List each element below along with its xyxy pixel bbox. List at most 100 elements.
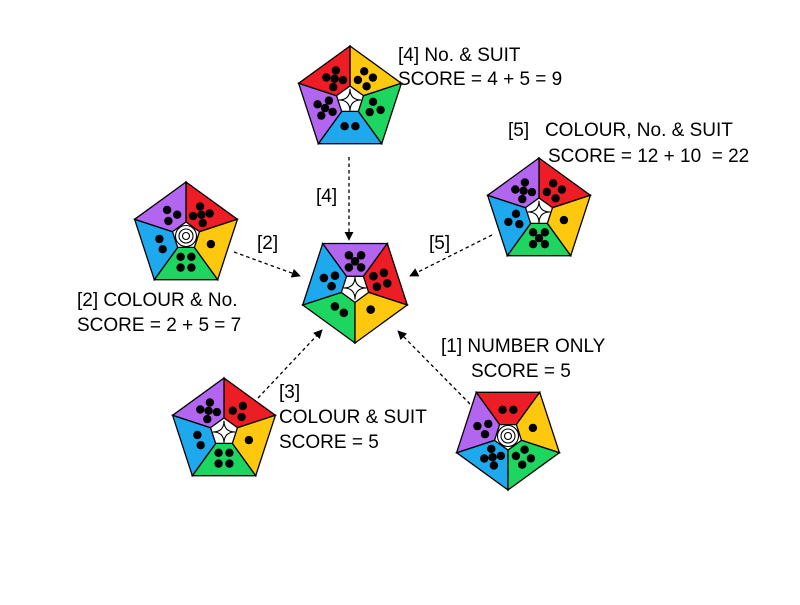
dot — [515, 219, 524, 229]
dot — [214, 459, 223, 468]
dot — [496, 451, 506, 461]
move-3-title: COLOUR & SUIT — [279, 407, 427, 428]
move-5-title: [5] COLOUR, No. & SUIT — [508, 120, 733, 141]
dot — [205, 209, 214, 218]
dot — [518, 460, 527, 469]
dot — [331, 66, 341, 75]
arrow-from-tile-3 — [257, 329, 323, 399]
dot — [317, 111, 326, 120]
dot — [237, 412, 246, 422]
dot — [369, 271, 378, 281]
dot — [344, 251, 354, 260]
dot — [330, 271, 340, 281]
dot — [322, 73, 331, 82]
dot — [498, 405, 507, 414]
dot — [365, 107, 374, 117]
dot — [383, 279, 392, 288]
tile-3 — [171, 376, 277, 478]
move-4-title: [4] No. & SUIT — [398, 45, 521, 66]
dot — [193, 430, 202, 440]
dot — [480, 454, 489, 463]
dot — [328, 107, 337, 117]
dot — [526, 454, 536, 463]
dot — [511, 209, 521, 218]
dot — [350, 257, 360, 266]
dot — [340, 122, 349, 131]
dot — [488, 453, 497, 462]
dot — [489, 461, 499, 470]
star-icon — [212, 420, 236, 444]
move-1-title: [1] NUMBER ONLY — [441, 336, 606, 357]
dot — [356, 251, 366, 260]
dot — [238, 401, 248, 411]
dot — [327, 281, 336, 291]
dot — [329, 82, 338, 92]
dot — [344, 263, 354, 272]
move-3-tag: [3] — [279, 382, 301, 403]
dot — [228, 406, 237, 415]
dot — [338, 75, 348, 85]
tile-2 — [133, 180, 239, 282]
dot — [330, 74, 339, 84]
dot — [528, 423, 538, 433]
arrow-tag-2: [2] — [257, 233, 279, 254]
dot — [480, 430, 490, 439]
dot — [173, 210, 182, 219]
dot — [162, 205, 172, 215]
dot — [540, 240, 550, 249]
dot — [504, 217, 513, 227]
arrow-from-tile-2 — [233, 251, 301, 278]
dot — [187, 252, 196, 261]
dot — [484, 419, 493, 429]
dot — [376, 105, 385, 115]
dot — [509, 405, 518, 414]
arrow-layer — [233, 157, 493, 405]
dot — [549, 179, 558, 188]
dot — [164, 216, 173, 226]
dot — [195, 202, 205, 211]
dot — [225, 459, 234, 468]
dot — [356, 263, 366, 272]
move-5-score: SCORE = 12 + 10 = 22 — [548, 146, 750, 167]
target-ring — [178, 228, 194, 244]
move-2-score: SCORE = 2 + 5 = 7 — [77, 315, 242, 336]
dot — [353, 75, 363, 85]
target-ring — [181, 231, 191, 241]
dot — [372, 282, 382, 292]
dot — [527, 187, 537, 197]
dot — [320, 103, 330, 113]
dot — [324, 96, 334, 105]
dot — [204, 406, 213, 415]
dot — [206, 239, 216, 249]
dot — [511, 185, 520, 194]
center — [301, 242, 409, 345]
tile-layer — [133, 44, 592, 492]
dot — [339, 308, 349, 318]
dot — [534, 234, 544, 243]
dot — [519, 186, 528, 195]
dot — [368, 97, 378, 107]
dot — [188, 211, 198, 221]
star-icon — [527, 200, 551, 224]
dot — [520, 178, 530, 187]
dot — [225, 448, 234, 457]
dot — [212, 407, 222, 417]
dot — [528, 228, 538, 237]
dot — [197, 210, 206, 219]
dot — [511, 451, 521, 461]
dot — [360, 67, 369, 76]
move-4-score: SCORE = 4 + 5 = 9 — [398, 69, 563, 90]
dot — [559, 215, 569, 225]
target-ring — [496, 424, 520, 448]
star-icon — [338, 88, 362, 112]
dot — [198, 218, 207, 228]
tile-4 — [297, 44, 403, 146]
target-ring — [174, 224, 198, 248]
arrow-tag-5: [5] — [429, 233, 451, 254]
dot — [557, 185, 567, 194]
target-ring — [500, 428, 516, 444]
dot — [379, 268, 389, 278]
dot — [158, 245, 167, 254]
